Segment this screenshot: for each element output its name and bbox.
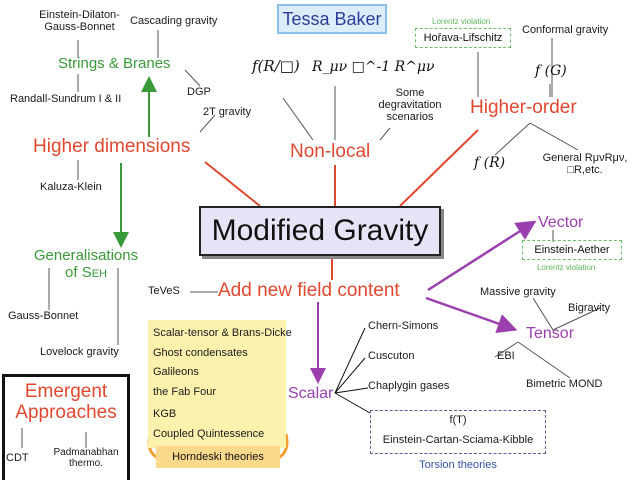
node-cdt[interactable]: CDT <box>6 452 29 464</box>
node-scalar-tensor[interactable]: Scalar-tensor & Brans-Dicke <box>153 327 292 339</box>
horava-note: Lorentz violation <box>432 17 491 26</box>
node-f-r[interactable]: f (R) <box>474 155 506 171</box>
node-chaplygin-gases[interactable]: Chaplygin gases <box>368 380 450 392</box>
torsion-theories-label: Torsion theories <box>419 459 497 471</box>
emergent-line1: Emergent <box>24 381 108 402</box>
node-edgb-label: Einstein-Dilaton-Gauss-Bonnet <box>39 9 120 34</box>
node-f-t[interactable]: f(T) <box>449 414 467 426</box>
generalisations-line1: Generalisations <box>33 247 139 264</box>
generalisations-subscript: EH <box>91 267 107 280</box>
node-bigravity[interactable]: Bigravity <box>568 302 611 314</box>
arrow-to-tensor <box>425 296 518 334</box>
einstein-aether-label: Einstein-Aether <box>534 244 610 256</box>
link-center-higher-order <box>399 129 479 207</box>
node-conformal-gravity[interactable]: Conformal gravity <box>522 24 609 36</box>
node-kgb[interactable]: KGB <box>153 408 177 420</box>
arrow-to-vector <box>427 220 537 292</box>
node-emergent-approaches[interactable]: Emergent Approaches <box>5 381 127 424</box>
node-f-r-over-box[interactable]: f(R/□) <box>252 58 300 75</box>
general-curvature-line1: General RμνRμν, <box>542 152 628 164</box>
node-edgb[interactable]: Einstein-Dilaton-Gauss-Bonnet <box>22 9 137 33</box>
author-name: Tessa Baker <box>282 8 382 29</box>
generalisations-line2: of SEH <box>26 263 146 282</box>
emergent-approaches-group <box>2 374 130 480</box>
horava-label: Hořava-Lifschitz <box>423 32 503 44</box>
node-cascading-gravity[interactable]: Cascading gravity <box>130 15 218 27</box>
degravitation-line1: Some <box>395 87 425 99</box>
degravitation-line3: scenarios <box>386 111 434 124</box>
node-einstein-aether[interactable]: Einstein-Aether <box>522 240 622 260</box>
node-massive-gravity[interactable]: Massive gravity <box>480 286 556 298</box>
node-ebi[interactable]: EBI <box>497 350 515 362</box>
node-einstein-cartan[interactable]: Einstein-Cartan-Sciama-Kibble <box>382 434 534 446</box>
node-degravitation[interactable]: Some degravitation scenarios <box>370 87 450 123</box>
node-r-box-inverse-r[interactable]: R_μν □^-1 R^μν <box>312 59 435 75</box>
node-horndeski-theories[interactable]: Horndeski theories <box>156 446 280 468</box>
r-box-inverse-r-label: R_μν □^-1 R^μν <box>312 59 435 75</box>
node-coupled-quintessence[interactable]: Coupled Quintessence <box>153 428 265 440</box>
node-bimetric-mond[interactable]: Bimetric MOND <box>526 378 603 390</box>
node-vector[interactable]: Vector <box>538 214 584 231</box>
node-generalisations[interactable]: Generalisations of SEH <box>26 247 146 282</box>
generalisations-of-s: of S <box>65 263 92 281</box>
node-ghost-condensates[interactable]: Ghost condensates <box>153 347 248 359</box>
author-badge: Tessa Baker <box>277 4 387 34</box>
node-f-g[interactable]: f (G) <box>535 63 567 79</box>
node-randall-sundrum[interactable]: Randall-Sundrum I & II <box>10 93 122 105</box>
link-center-higher-dimensions <box>204 161 261 207</box>
torsion-theories-group <box>370 410 546 454</box>
emergent-line2: Approaches <box>15 401 117 423</box>
horndeski-label: Horndeski theories <box>172 451 264 463</box>
node-tensor[interactable]: Tensor <box>526 325 575 342</box>
node-padmanabhan[interactable]: Padmanabhan thermo. <box>46 447 126 469</box>
degravitation-line2: degravitation <box>378 99 442 112</box>
node-add-field-content[interactable]: Add new field content <box>218 280 400 301</box>
padmanabhan-line2: thermo. <box>69 458 103 469</box>
node-strings-branes[interactable]: Strings & Branes <box>58 55 171 72</box>
node-higher-order[interactable]: Higher-order <box>470 97 577 118</box>
node-fab-four[interactable]: the Fab Four <box>153 386 216 398</box>
node-kaluza-klein[interactable]: Kaluza-Klein <box>40 181 102 193</box>
general-curvature-line2: □R,etc. <box>567 164 603 177</box>
node-scalar[interactable]: Scalar <box>288 385 334 402</box>
aether-note: Lorentz violation <box>537 263 596 272</box>
node-higher-dimensions[interactable]: Higher dimensions <box>33 136 191 157</box>
node-gauss-bonnet[interactable]: Gauss-Bonnet <box>8 310 79 322</box>
central-node[interactable]: Modified Gravity <box>199 206 441 256</box>
f-r-over-box-label: f(R/□) <box>252 57 300 75</box>
node-teves[interactable]: TeVeS <box>148 285 180 297</box>
padmanabhan-line1: Padmanabhan <box>53 447 119 458</box>
node-horava-lifschitz[interactable]: Hořava-Lifschitz <box>415 28 511 48</box>
central-node-label: Modified Gravity <box>211 214 429 247</box>
node-galileons[interactable]: Galileons <box>153 366 199 378</box>
node-general-curvature[interactable]: General RμνRμν, □R,etc. <box>535 152 635 176</box>
node-2t-gravity[interactable]: 2T gravity <box>203 106 252 118</box>
node-cuscuton[interactable]: Cuscuton <box>368 350 415 362</box>
scalar-theories-panel <box>148 320 286 448</box>
node-dgp[interactable]: DGP <box>187 86 211 98</box>
node-non-local[interactable]: Non-local <box>290 141 371 162</box>
node-chern-simons[interactable]: Chern-Simons <box>368 320 439 332</box>
node-lovelock-gravity[interactable]: Lovelock gravity <box>40 346 119 358</box>
